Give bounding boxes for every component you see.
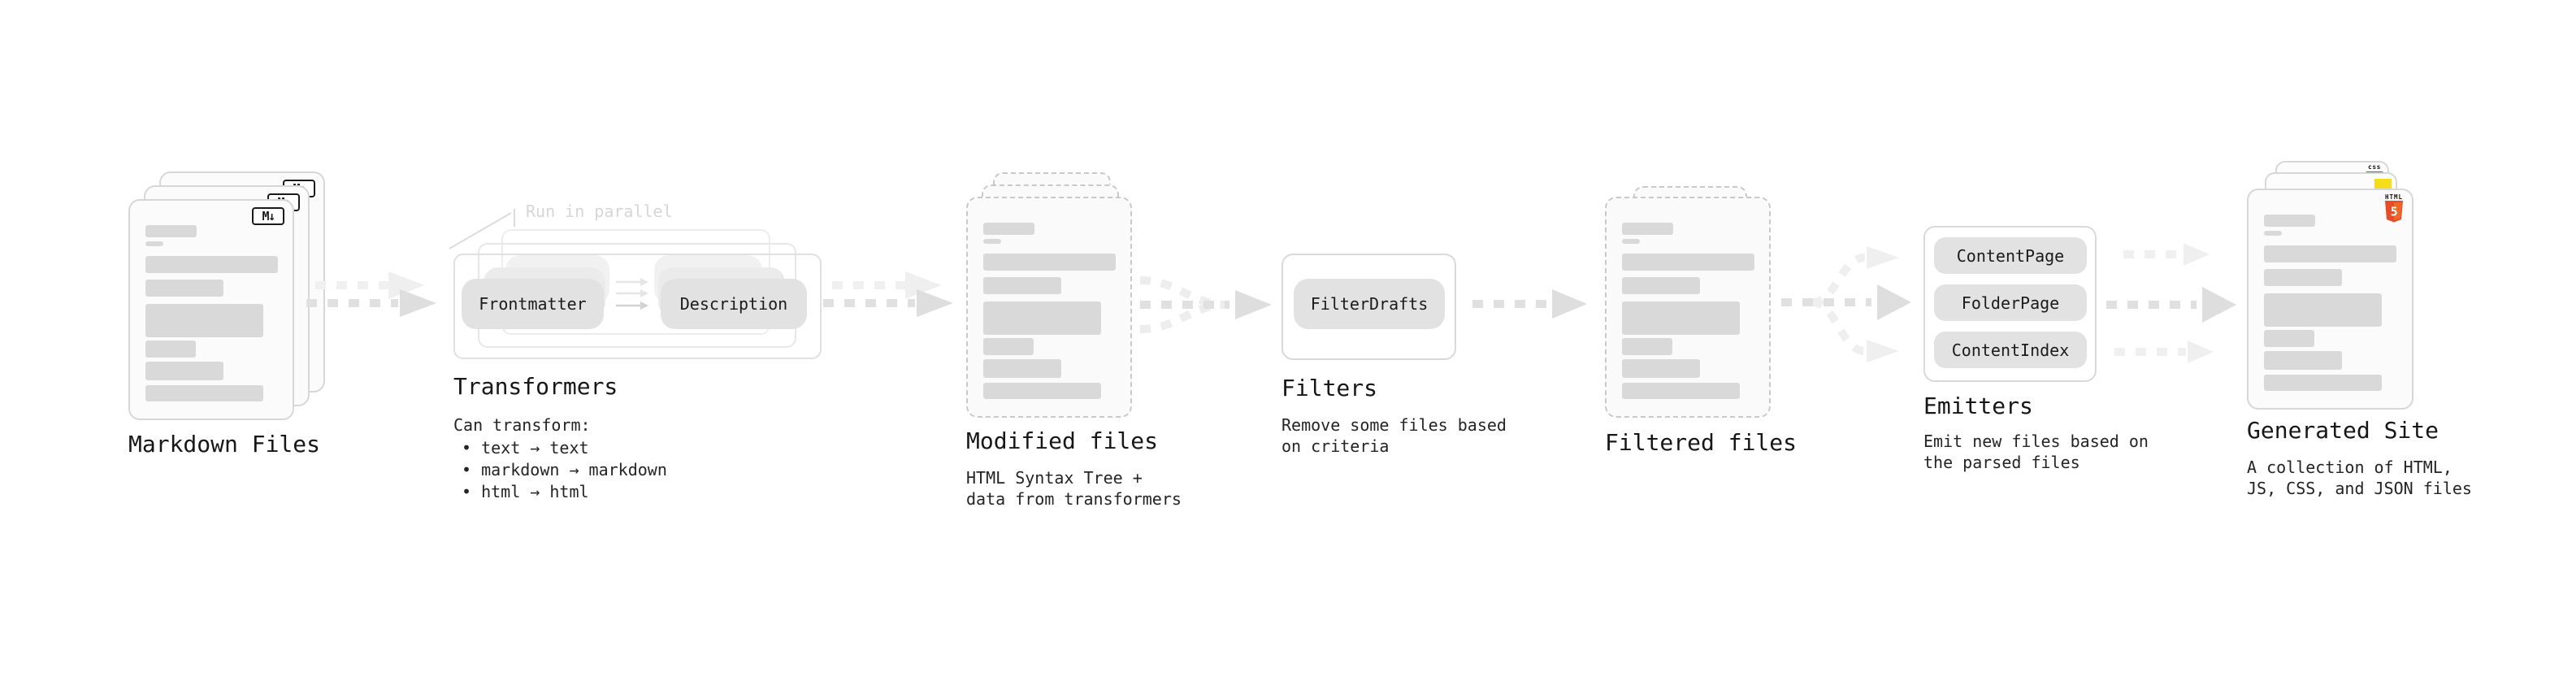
generated-desc-line: JS, CSS, and JSON files — [2247, 478, 2472, 498]
skeleton-text-bar — [1622, 277, 1700, 294]
skeleton-text-bar — [145, 241, 163, 246]
skeleton-text-bar — [983, 383, 1101, 399]
markdown-files-title: Markdown Files — [128, 431, 321, 458]
transformers-title: Transformers — [453, 373, 618, 400]
arrow-markdown-to-transformers — [306, 271, 436, 317]
emitters-desc-line: Emit new files based on — [1923, 432, 2149, 451]
skeleton-text-bar — [983, 223, 1034, 235]
frontmatter-pill: Frontmatter — [462, 279, 604, 329]
skeleton-text-bar — [2264, 269, 2342, 286]
skeleton-text-bar — [145, 280, 223, 297]
arrow-filters-to-filtered — [1472, 289, 1587, 319]
emitter-pill-folderpage: FolderPage — [1934, 284, 2087, 321]
filters-description: Remove some files based on criteria — [1281, 415, 1507, 457]
skeleton-text-bar — [1622, 239, 1640, 244]
arrow-filtered-to-emitters — [1781, 246, 1911, 362]
skeleton-text-bar — [983, 239, 1001, 244]
arrow-modified-to-filters — [1139, 276, 1272, 333]
skeleton-text-bar — [983, 359, 1061, 378]
skeleton-text-bar — [1622, 383, 1740, 399]
description-pill: Description — [661, 279, 807, 329]
html5-icon: HTML 5 — [2383, 193, 2405, 226]
js-icon — [2374, 179, 2392, 190]
skeleton-text-bar — [2264, 231, 2282, 236]
skeleton-text-bar — [145, 362, 223, 380]
skeleton-text-bar — [145, 256, 278, 273]
skeleton-text-bar — [1622, 301, 1740, 335]
arrow-transformers-to-modified — [823, 271, 953, 317]
skeleton-text-bar — [145, 385, 263, 401]
filterdrafts-pill: FilterDrafts — [1294, 279, 1445, 329]
skeleton-text-bar — [2264, 293, 2382, 327]
transformers-bullets: • text → text • markdown → markdown • ht… — [462, 437, 667, 503]
filtered-file-card — [1605, 197, 1771, 418]
skeleton-text-bar — [1622, 254, 1754, 271]
skeleton-text-bar — [145, 304, 263, 337]
emitter-pill-contentpage: ContentPage — [1934, 237, 2087, 274]
modified-file-card — [966, 197, 1132, 418]
skeleton-text-bar — [1622, 359, 1700, 378]
transformers-desc-heading: Can transform: — [453, 415, 591, 435]
skeleton-text-bar — [2264, 215, 2315, 227]
skeleton-text-bar — [2264, 351, 2342, 370]
transformers-description: Can transform: — [453, 415, 591, 436]
skeleton-text-bar — [983, 301, 1101, 335]
run-in-parallel-note: Run in parallel — [526, 202, 673, 221]
skeleton-text-bar — [2264, 375, 2382, 391]
transformers-bullet: • markdown → markdown — [462, 460, 667, 479]
generated-site-description: A collection of HTML, JS, CSS, and JSON … — [2247, 458, 2472, 499]
generated-file-card: HTML 5 — [2247, 189, 2413, 410]
emitter-pill-contentindex: ContentIndex — [1934, 332, 2087, 368]
transformers-bullet: • html → html — [462, 482, 589, 501]
skeleton-text-bar — [145, 340, 196, 358]
modified-desc-line: data from transformers — [966, 488, 1182, 509]
generated-site-title: Generated Site — [2247, 417, 2439, 444]
emitters-desc-line: the parsed files — [1923, 452, 2080, 472]
emitters-description: Emit new files based on the parsed files — [1923, 432, 2149, 473]
skeleton-text-bar — [983, 254, 1116, 271]
modified-files-title: Modified files — [966, 427, 1159, 454]
markdown-icon: M↓ — [252, 207, 284, 225]
transform-mini-arrows — [616, 278, 648, 310]
filters-desc-line: on criteria — [1281, 436, 1390, 456]
transformers-frame-front — [453, 254, 822, 359]
markdown-file-card-front: M↓ — [128, 199, 294, 420]
transformers-bullet: • text → text — [462, 438, 589, 458]
emitters-title: Emitters — [1923, 393, 2033, 419]
generated-desc-line: A collection of HTML, — [2247, 458, 2452, 477]
modified-desc-line: HTML Syntax Tree + — [966, 468, 1143, 488]
skeleton-text-bar — [983, 338, 1034, 355]
svg-text:5: 5 — [2391, 205, 2398, 219]
filtered-files-title: Filtered files — [1605, 429, 1798, 456]
skeleton-text-bar — [1622, 338, 1672, 355]
skeleton-text-bar — [2264, 245, 2396, 262]
skeleton-text-bar — [1622, 223, 1673, 235]
filters-desc-line: Remove some files based — [1281, 415, 1507, 435]
arrow-emitters-to-generated — [2106, 243, 2236, 363]
modified-files-description: HTML Syntax Tree + data from transformer… — [966, 468, 1182, 510]
filters-title: Filters — [1281, 375, 1378, 401]
skeleton-text-bar — [2264, 330, 2314, 347]
skeleton-text-bar — [145, 225, 197, 237]
skeleton-text-bar — [983, 277, 1061, 294]
note-callout-line — [449, 209, 515, 249]
